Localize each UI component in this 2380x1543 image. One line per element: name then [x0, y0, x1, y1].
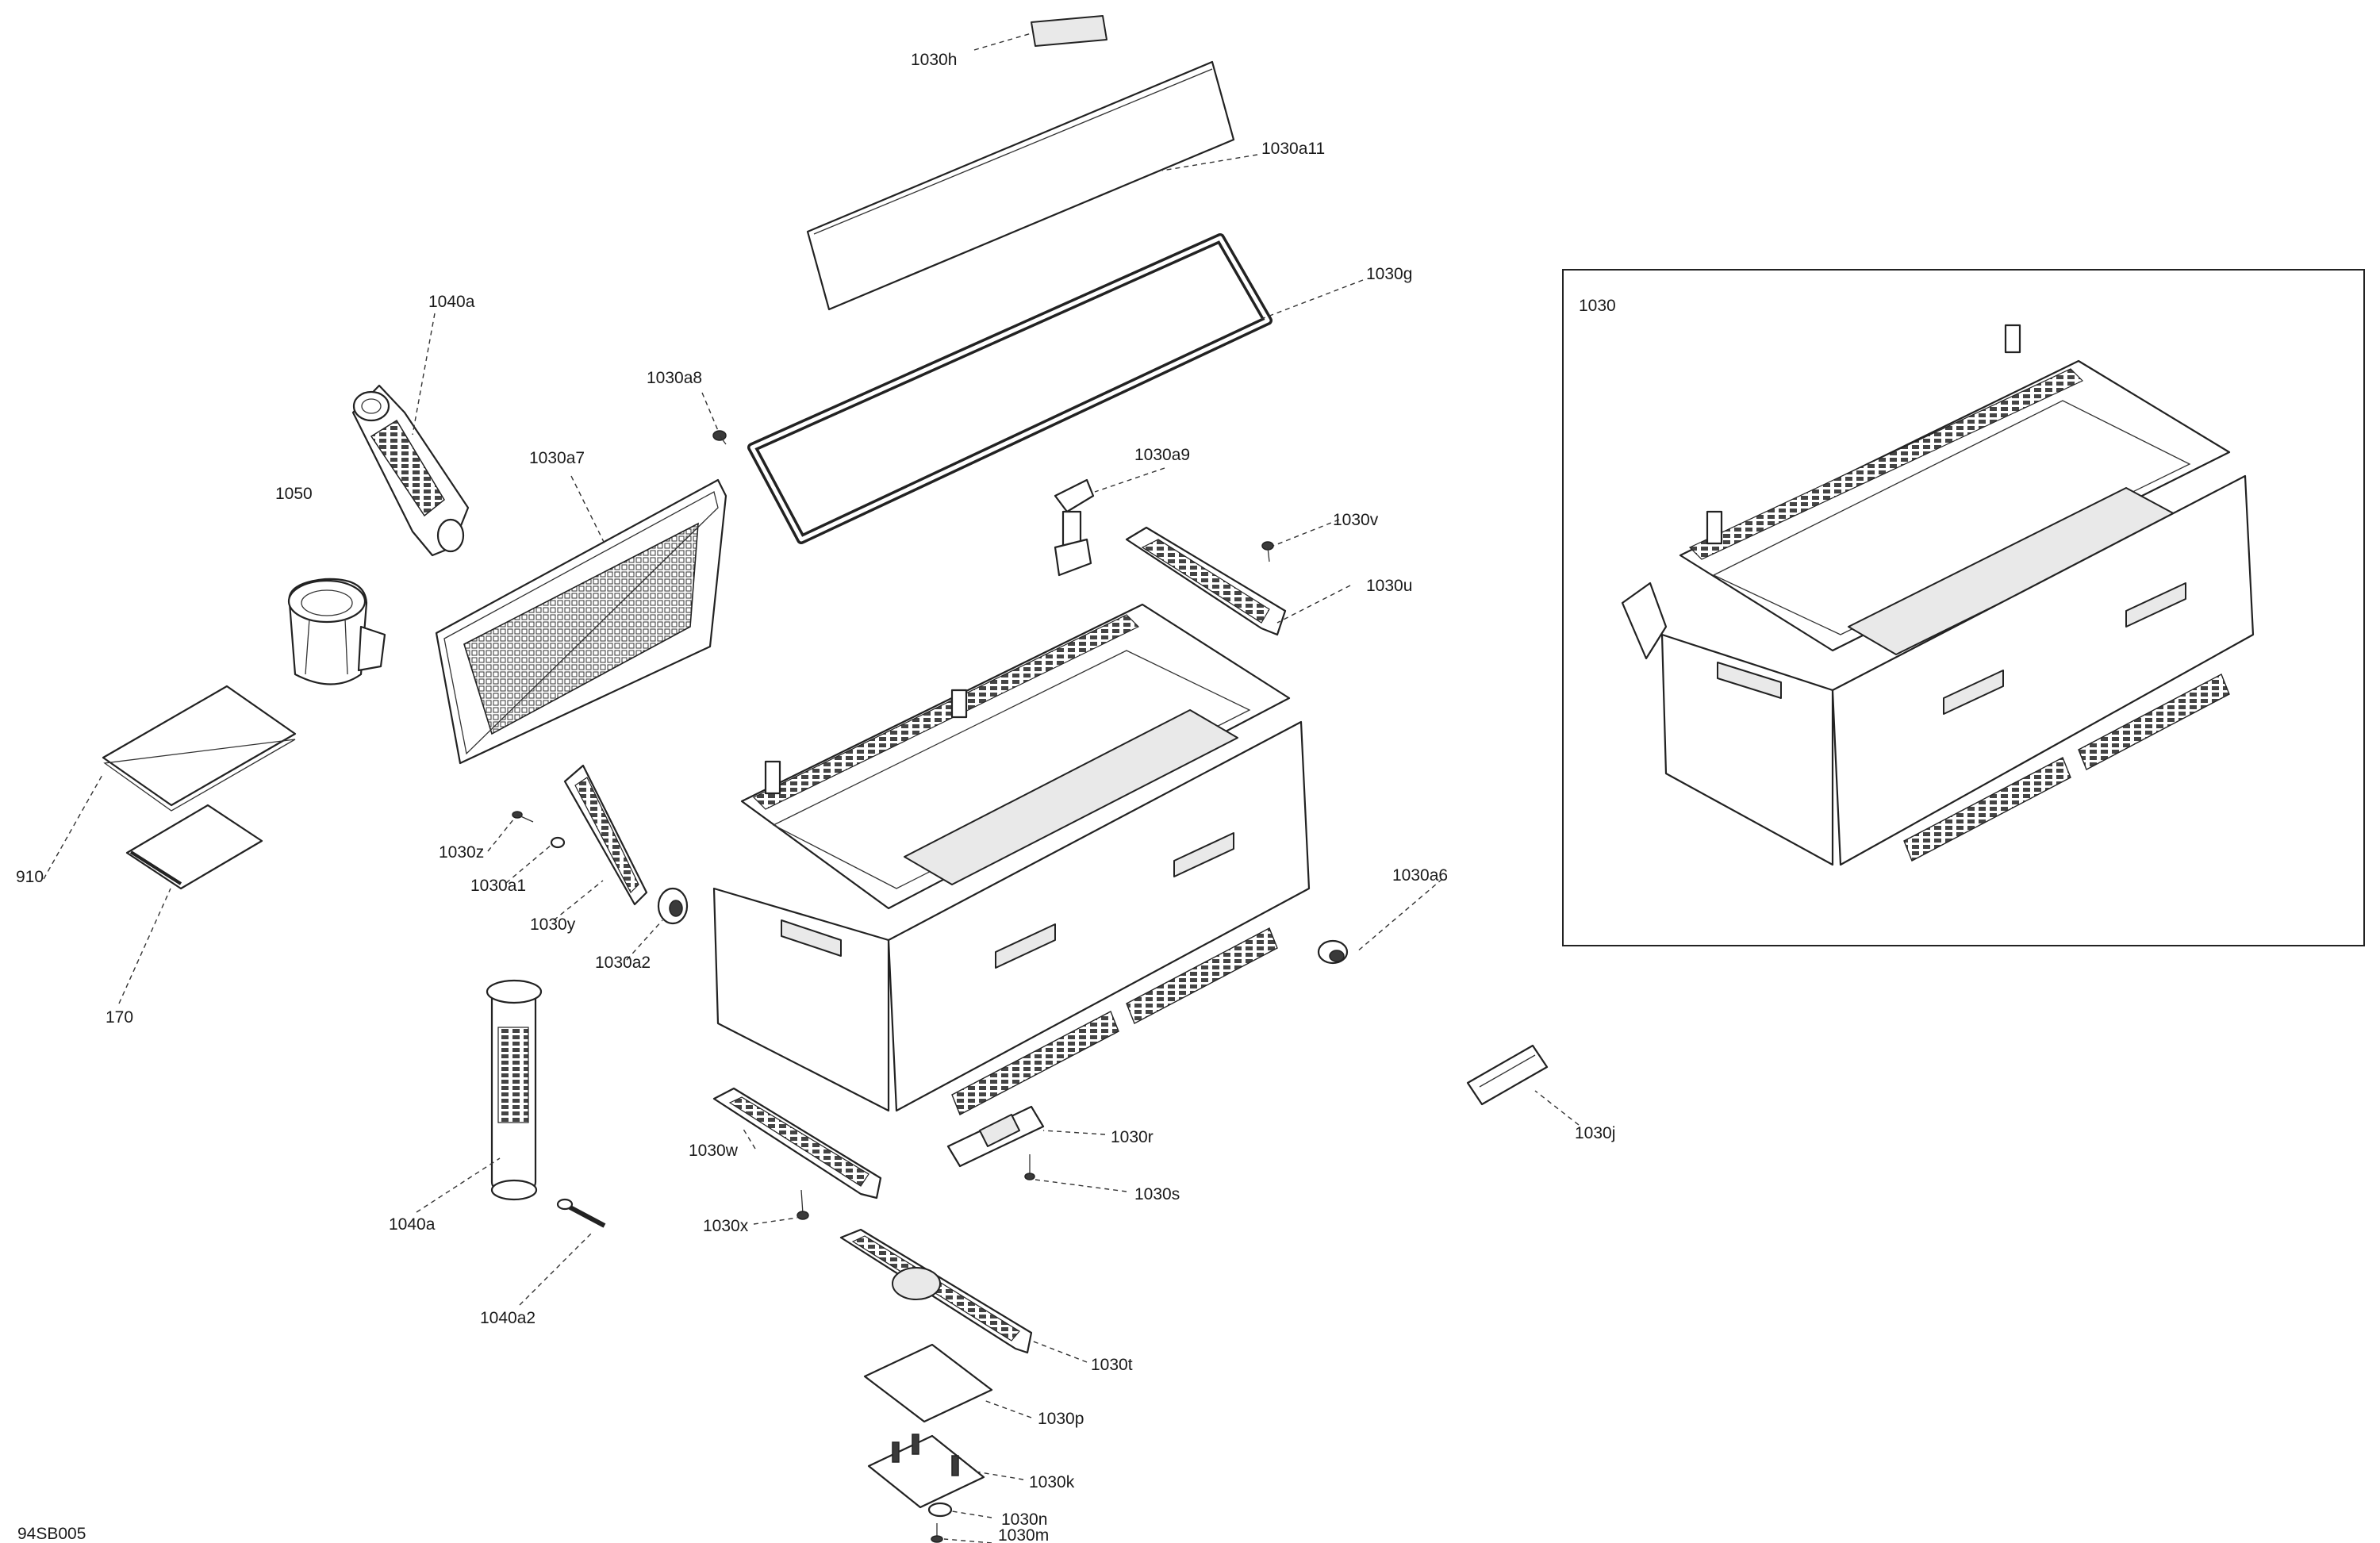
- part-1030y-handle: [563, 764, 648, 906]
- part-1030a8-screw: [712, 430, 727, 445]
- part-1030x-screw: [797, 1189, 809, 1220]
- part-1030g-gasket: [747, 233, 1273, 544]
- callout-1040a-top: 1040a: [428, 293, 475, 311]
- part-1030a9-latch: [1054, 478, 1095, 577]
- part-1030a2-knob: [657, 887, 689, 925]
- callout-1040a-bottom: 1040a: [389, 1215, 436, 1234]
- callout-1030u: 1030u: [1366, 577, 1412, 595]
- callout-1030w: 1030w: [689, 1142, 739, 1160]
- part-1030a11-mat: [806, 60, 1235, 311]
- callout-1030a6: 1030a6: [1392, 866, 1448, 885]
- callout-170: 170: [106, 1008, 133, 1027]
- part-1030u-rail: [1125, 526, 1287, 636]
- part-1030v-screw: [1261, 541, 1274, 562]
- part-cooler-box-main: [712, 603, 1311, 1115]
- callout-1030a11: 1030a11: [1261, 140, 1325, 158]
- callout-labels: 1030h 1030a11 1030g 1040a 1030a8 1030a7 …: [16, 51, 1616, 1543]
- part-1030z-screw: [512, 811, 534, 823]
- callout-1030p: 1030p: [1038, 1410, 1084, 1428]
- part-1030w-rail: [712, 1087, 882, 1199]
- part-1030a1-washer: [550, 836, 566, 849]
- callout-1030a8: 1030a8: [647, 369, 702, 387]
- callout-1030y: 1030y: [530, 915, 576, 934]
- part-1040a-rod-holder-top: [351, 384, 470, 557]
- callout-1030s: 1030s: [1134, 1185, 1180, 1203]
- callout-1030z: 1030z: [439, 843, 484, 862]
- part-1030s-screw: [1024, 1154, 1035, 1180]
- part-1030h-label-sticker: [1031, 15, 1107, 47]
- callout-1030a9: 1030a9: [1134, 446, 1190, 464]
- part-1030t-strap: [839, 1228, 1033, 1354]
- assembly-inset: [1562, 269, 2365, 946]
- part-1030p-pad: [863, 1343, 993, 1423]
- drawing-code: 94SB005: [17, 1525, 86, 1543]
- inset-title: 1030: [1579, 297, 1616, 315]
- callout-1040a2: 1040a2: [480, 1309, 536, 1327]
- callout-1030t: 1030t: [1091, 1356, 1133, 1374]
- callout-1030k: 1030k: [1029, 1473, 1075, 1491]
- callout-910: 910: [16, 868, 44, 886]
- part-1040a-rod-holder-bottom: [486, 979, 543, 1201]
- part-1030m-screw: [931, 1523, 943, 1543]
- callout-1030h: 1030h: [911, 51, 957, 69]
- part-170-decal: [125, 804, 263, 890]
- part-1030a7-mesh-panel: [435, 478, 727, 765]
- callout-1030g: 1030g: [1366, 265, 1412, 283]
- callout-1030n: 1030n: [1001, 1510, 1047, 1529]
- callout-1030r: 1030r: [1111, 1128, 1154, 1146]
- callout-1030v: 1030v: [1333, 511, 1379, 529]
- callout-1030m: 1030m: [998, 1526, 1049, 1543]
- part-1030n-washer: [927, 1502, 953, 1518]
- callout-1030j: 1030j: [1575, 1124, 1615, 1142]
- part-1050-cup-holder: [287, 578, 386, 685]
- part-1030k-plate: [867, 1434, 985, 1509]
- part-1030a6-drain-plug: [1317, 939, 1349, 965]
- leader-lines: [43, 33, 1580, 1543]
- callout-1030a2: 1030a2: [595, 954, 651, 972]
- part-1030r-bracket: [946, 1105, 1045, 1168]
- part-1030j-label: [1466, 1044, 1549, 1106]
- callout-1050: 1050: [275, 485, 313, 503]
- callout-1030x: 1030x: [703, 1217, 749, 1235]
- callout-1030a1: 1030a1: [470, 877, 526, 895]
- part-910-manual: [102, 685, 297, 812]
- callout-1030a7: 1030a7: [529, 449, 585, 467]
- part-1040a2-pin: [556, 1198, 606, 1228]
